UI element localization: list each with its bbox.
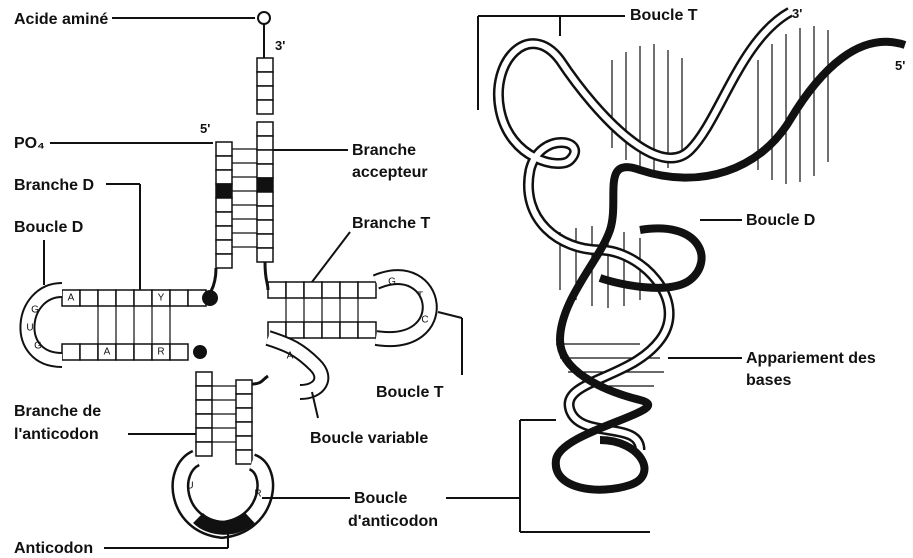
svg-text:R: R [157,347,164,358]
acceptor-stem-5prime [216,142,232,268]
label-acceptor-arm-1: Branche [352,142,416,159]
tertiary-structure: Boucle T 3' 5' [478,6,905,532]
label-po4: PO₄ [14,135,45,152]
svg-text:U: U [26,323,33,334]
t-stem-top [268,282,376,298]
d-stem-top: A Y [62,290,206,306]
svg-text:A: A [104,347,111,358]
d-anticodon-junction [193,345,207,359]
label-base-pairing-1: Appariement des [746,350,876,367]
d-stem-bottom: A R [62,344,188,360]
label-three-prime-right: 3' [792,6,802,21]
d-stem-pairs [98,306,170,344]
amino-acid-site-icon [258,12,270,24]
label-anticodon-arm-2: l'anticodon [14,426,99,443]
label-base-pairing-2: bases [746,372,791,389]
label-five-prime-right: 5' [895,58,905,73]
helix-rungs [556,26,828,386]
anticodon-stem-left [196,372,212,456]
label-anticodon-loop-1: Boucle [354,490,407,507]
label-t-loop: Boucle T [376,384,444,401]
label-t-arm: Branche T [352,215,430,232]
svg-text:R: R [254,489,261,500]
acceptor-stem-3prime [257,58,273,262]
leader-t-arm [312,232,350,282]
svg-text:A: A [287,351,294,362]
t-stem-pairs [286,298,358,322]
svg-text:C: C [421,315,428,326]
label-anticodon-arm-1: Branche de [14,403,101,420]
label-d-loop: Boucle D [14,219,83,236]
svg-text:T: T [417,291,423,302]
svg-text:Y: Y [158,293,165,304]
label-t-loop-right: Boucle T [630,7,698,24]
svg-text:A: A [68,293,75,304]
leader-t-loop [438,312,462,318]
cloverleaf-structure: Acide aminé 3' PO₄ 5' [14,11,462,557]
label-acceptor-arm-2: accepteur [352,164,428,181]
svg-text:G: G [388,277,396,288]
anticodon-triplet [198,518,250,528]
label-anticodon: Anticodon [14,540,93,557]
label-three-prime-left: 3' [275,38,285,53]
label-d-loop-right: Boucle D [746,212,815,229]
label-five-prime-left: 5' [200,121,210,136]
svg-text:G: G [31,305,39,316]
label-amino-acid: Acide aminé [14,11,108,28]
svg-text:U: U [186,481,193,492]
anticodon-stem-pairs [212,386,236,442]
d-junction [202,290,218,306]
label-variable-loop: Boucle variable [310,430,428,447]
svg-text:G: G [34,341,42,352]
label-d-arm: Branche D [14,177,94,194]
label-anticodon-loop-2: d'anticodon [348,513,438,530]
anticodon-stem-right [236,380,252,464]
acceptor-stem-pairs [232,149,257,247]
